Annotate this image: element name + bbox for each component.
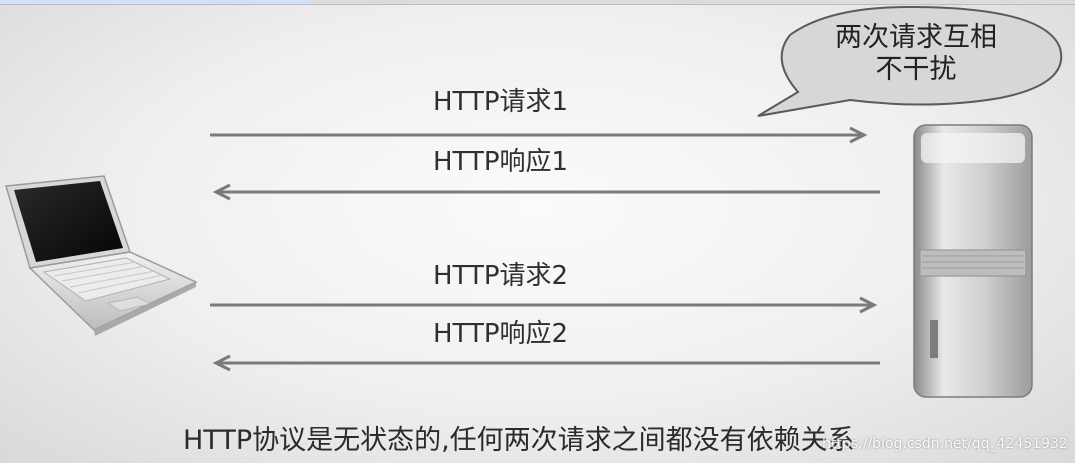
bubble-line-1: 两次请求互相 <box>835 22 997 53</box>
arrow-response-1 <box>212 183 880 201</box>
arrow-label-response-2: HTTP响应2 <box>433 319 569 349</box>
speech-bubble <box>757 5 1063 117</box>
server-tower-icon <box>913 124 1033 398</box>
watermark: https://blog.csdn.net/qq_42451932 <box>822 436 1068 452</box>
window-top-bar <box>0 0 1075 5</box>
arrow-request-1 <box>210 126 868 144</box>
caption: HTTP协议是无状态的,任何两次请求之间都没有依赖关系 <box>183 425 855 456</box>
bubble-text: 两次请求互相 不干扰 <box>796 22 1036 86</box>
arrow-response-2 <box>212 354 880 372</box>
arrow-request-2 <box>210 296 878 314</box>
laptop-icon <box>5 175 198 336</box>
arrow-label-request-1: HTTP请求1 <box>433 87 569 117</box>
bubble-line-2: 不干扰 <box>875 54 957 85</box>
tab-accent <box>0 0 310 4</box>
arrow-label-request-2: HTTP请求2 <box>433 261 569 291</box>
arrow-label-response-1: HTTP响应1 <box>433 147 569 177</box>
